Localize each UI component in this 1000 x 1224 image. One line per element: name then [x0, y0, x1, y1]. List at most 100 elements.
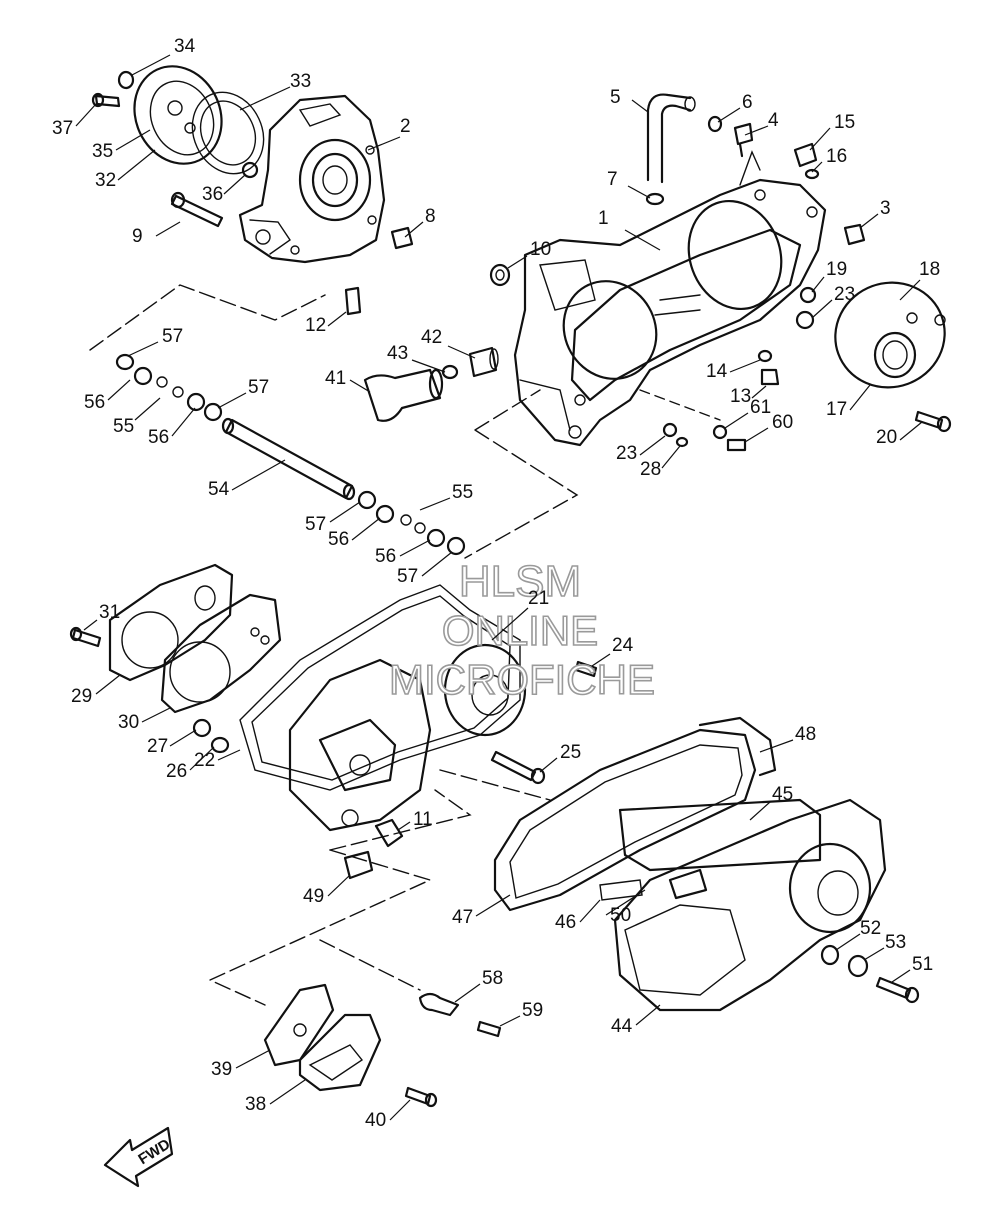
callout-number: 45 — [772, 784, 793, 805]
callout-leader — [127, 341, 159, 357]
fittings-51-52-53 — [820, 944, 920, 1004]
callout-number: 21 — [528, 588, 549, 609]
callout-number: 31 — [99, 602, 120, 623]
callout-number: 54 — [208, 479, 230, 500]
callout-number: 51 — [912, 954, 933, 975]
bolts-40-59 — [404, 1020, 502, 1108]
callout-number: 23 — [616, 443, 637, 464]
callout-leader — [239, 86, 291, 111]
callout-leader — [411, 359, 446, 373]
callout-number: 14 — [706, 361, 728, 382]
callout-leader — [169, 729, 197, 747]
callout-leader — [863, 947, 885, 961]
callout-leader — [217, 749, 241, 761]
callout-number: 19 — [826, 259, 847, 280]
watermark-line2: ONLINE — [442, 607, 598, 654]
callout-leader — [849, 384, 871, 411]
callout-leader — [115, 129, 151, 151]
callout-number: 2 — [400, 116, 411, 137]
callout-number: 57 — [248, 377, 269, 398]
crankcase-right-half — [513, 150, 827, 447]
callout-number: 27 — [147, 736, 168, 757]
callout-leader — [223, 174, 246, 195]
callout-leader — [717, 107, 741, 123]
callout-number: 42 — [421, 327, 442, 348]
intake-joint-41-42-43 — [363, 346, 499, 422]
bolts-60-61 — [662, 422, 747, 452]
callout-leader — [749, 801, 771, 821]
callout-leader — [627, 185, 651, 199]
watermark: HLSM ONLINE MICROFICHE — [388, 556, 656, 704]
callout-leader — [744, 125, 769, 136]
belt-cover-44 — [599, 798, 887, 1012]
callout-number: 46 — [555, 912, 576, 933]
callout-number: 10 — [530, 239, 551, 260]
hose-5 — [646, 93, 696, 184]
callout-leader — [454, 983, 481, 1003]
callout-number: 1 — [598, 208, 609, 229]
callout-number: 24 — [612, 635, 634, 656]
callout-leader — [421, 551, 453, 577]
callout-leader — [751, 385, 767, 399]
callout-number: 55 — [452, 482, 473, 503]
callout-leader — [75, 103, 97, 127]
crankcase-cover-plate — [133, 65, 223, 165]
callout-leader — [447, 345, 476, 359]
plug-15-16 — [793, 142, 820, 180]
callout-number: 58 — [482, 968, 503, 989]
callout-number: 56 — [148, 427, 169, 448]
callout-leader — [507, 255, 528, 269]
callout-number: 43 — [387, 343, 408, 364]
dowel-3 — [843, 223, 866, 246]
callout-number: 9 — [132, 226, 143, 247]
callout-number: 53 — [885, 932, 906, 953]
callout-number: 57 — [305, 514, 326, 535]
callout-number: 60 — [772, 412, 793, 433]
callout-leader — [624, 229, 661, 251]
bolt-31 — [69, 626, 102, 648]
callout-number: 41 — [325, 368, 346, 389]
callout-leader — [419, 497, 451, 511]
callout-number: 55 — [113, 416, 134, 437]
washers-55-56-57 — [115, 353, 466, 556]
crankcase-cover-22-body — [288, 643, 527, 832]
callout-leader — [107, 379, 131, 401]
callout-number: 25 — [560, 742, 581, 763]
callout-leader — [724, 412, 749, 429]
callout-leader — [95, 674, 121, 695]
callout-leader — [351, 517, 381, 541]
callout-leader — [744, 427, 769, 443]
callout-leader — [899, 421, 923, 441]
callout-leader — [269, 1079, 306, 1105]
shaft-54 — [221, 417, 356, 501]
callout-leader — [131, 54, 171, 76]
callout-leader — [389, 1099, 411, 1121]
seal-48 — [698, 716, 777, 777]
callout-leader — [141, 707, 171, 723]
oil-seal-10 — [489, 263, 511, 287]
callout-leader — [83, 619, 98, 631]
callout-leader — [171, 407, 196, 437]
callout-number: 56 — [84, 392, 105, 413]
callout-leader — [899, 279, 921, 301]
callout-number: 56 — [328, 529, 349, 550]
callout-number: 4 — [768, 110, 779, 131]
callout-leader — [811, 299, 833, 319]
callout-leader — [189, 746, 215, 771]
bearing-cover-18 — [834, 281, 946, 389]
callout-leader — [591, 653, 611, 667]
callout-leader — [475, 894, 511, 917]
callout-leader — [809, 127, 831, 151]
callout-number: 13 — [730, 386, 751, 407]
plate-39 — [263, 983, 335, 1067]
callout-number: 57 — [162, 326, 183, 347]
callout-number: 26 — [166, 761, 187, 782]
callout-leader — [661, 445, 681, 469]
callout-number: 59 — [522, 1000, 543, 1021]
callout-number: 28 — [640, 459, 661, 480]
callout-leader — [835, 933, 861, 951]
watermark-line1: HLSM — [459, 557, 581, 606]
callout-number: 33 — [290, 71, 311, 92]
bolt-20 — [914, 410, 952, 433]
